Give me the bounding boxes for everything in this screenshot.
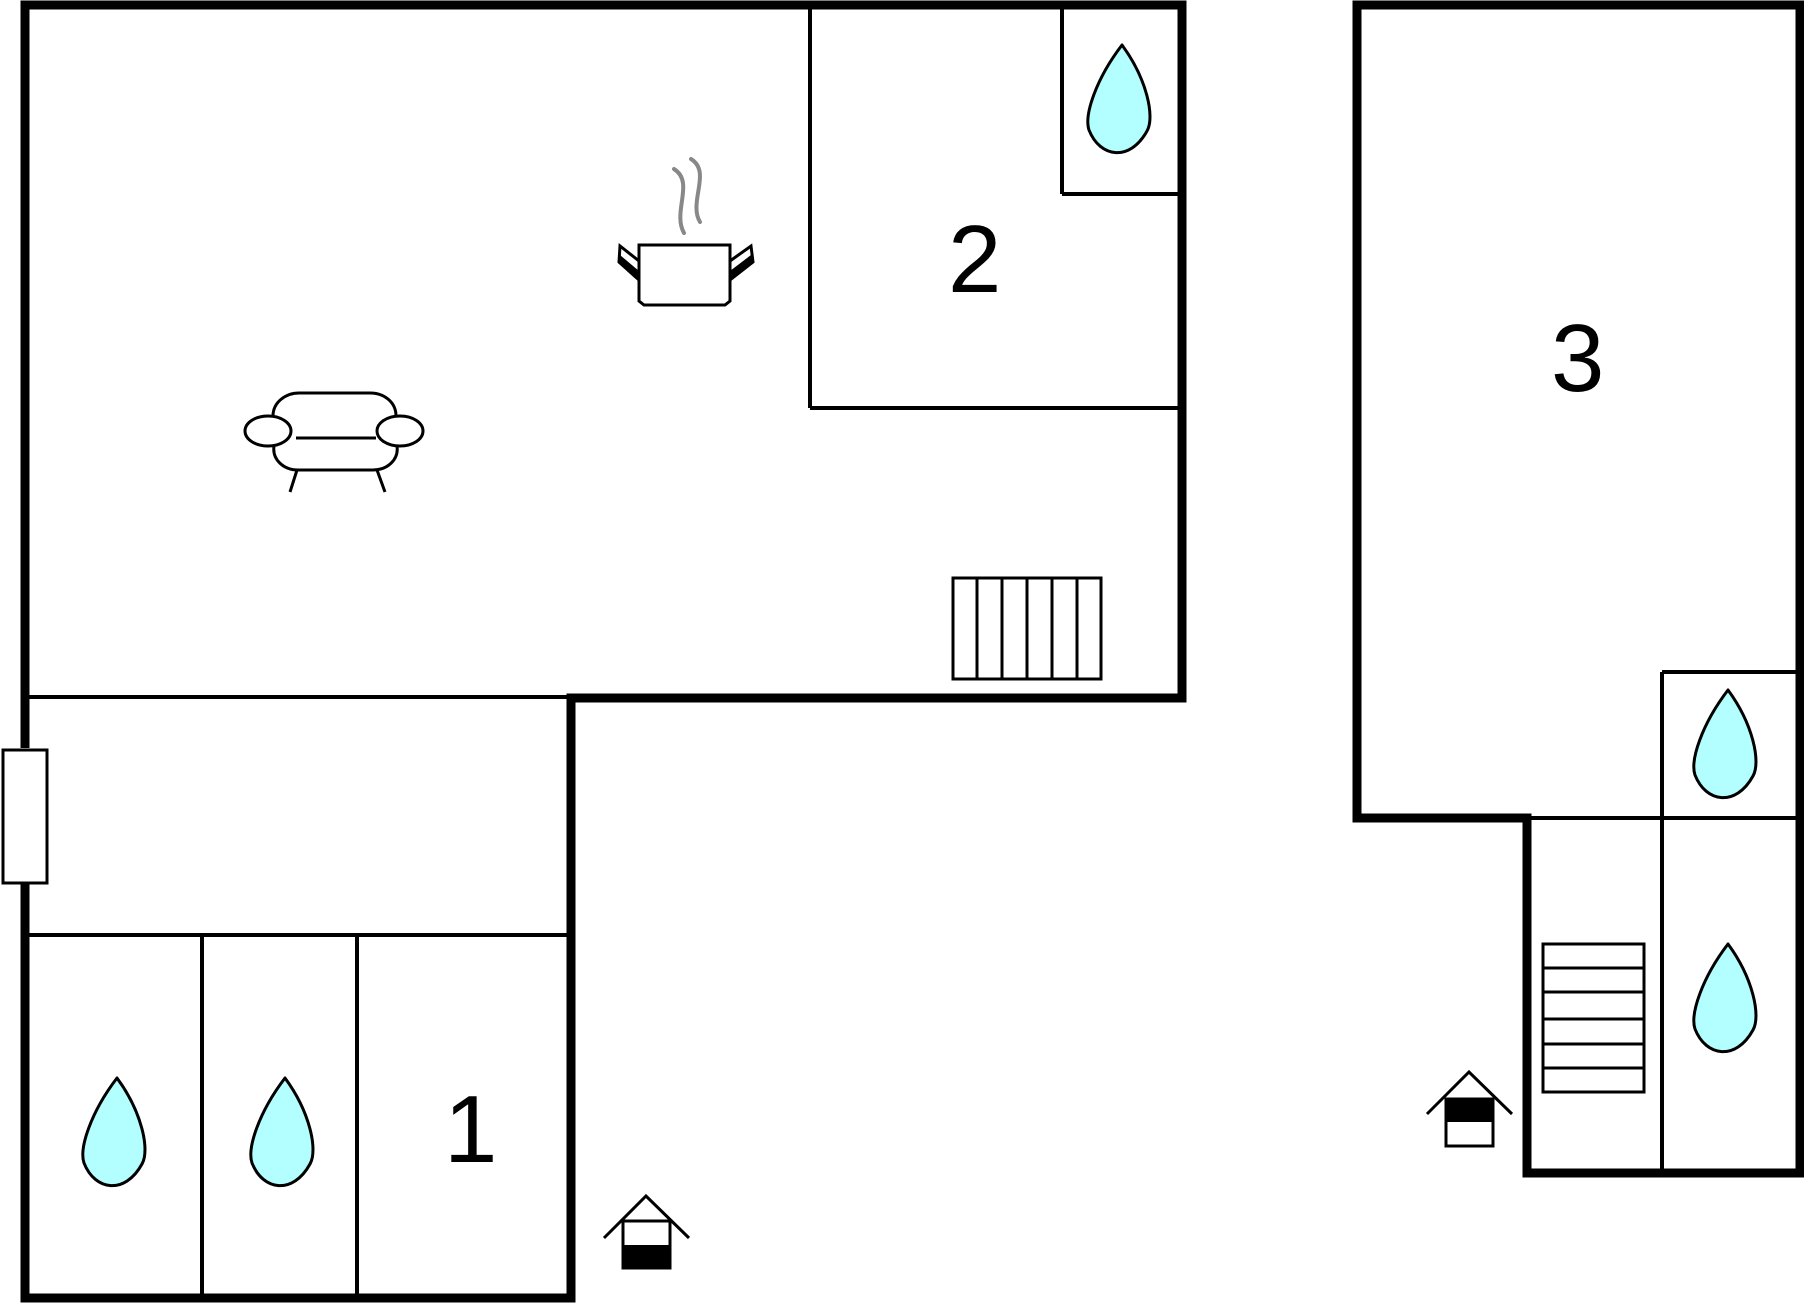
left-building: [1, 0, 1187, 1303]
kitchen-pot-icon: [617, 157, 755, 307]
water-drop-icon-right-bottom: [1692, 942, 1758, 1054]
room-label-2: 2: [948, 206, 1001, 313]
house-entrance-icon: [1425, 1069, 1514, 1148]
right-building-outer-wall: [1352, 0, 1804, 1178]
right-building: [1352, 0, 1804, 1178]
sofa-icon: [243, 391, 425, 493]
house-entrance-icon: [602, 1193, 691, 1270]
water-drop-icon-bath-b: [249, 1076, 315, 1188]
water-drop-icon-bath-a: [81, 1076, 147, 1188]
water-drop-icon-room2-wc: [1086, 43, 1152, 155]
left-building-outer-wall: [20, 0, 1187, 1303]
radiator-icon: [951, 576, 1103, 681]
water-drop-icon-right-top: [1692, 688, 1758, 800]
room-label-3: 3: [1551, 305, 1604, 412]
radiator-icon: [1541, 942, 1646, 1094]
room-label-1: 1: [444, 1076, 497, 1183]
window-icon: [1, 748, 49, 885]
